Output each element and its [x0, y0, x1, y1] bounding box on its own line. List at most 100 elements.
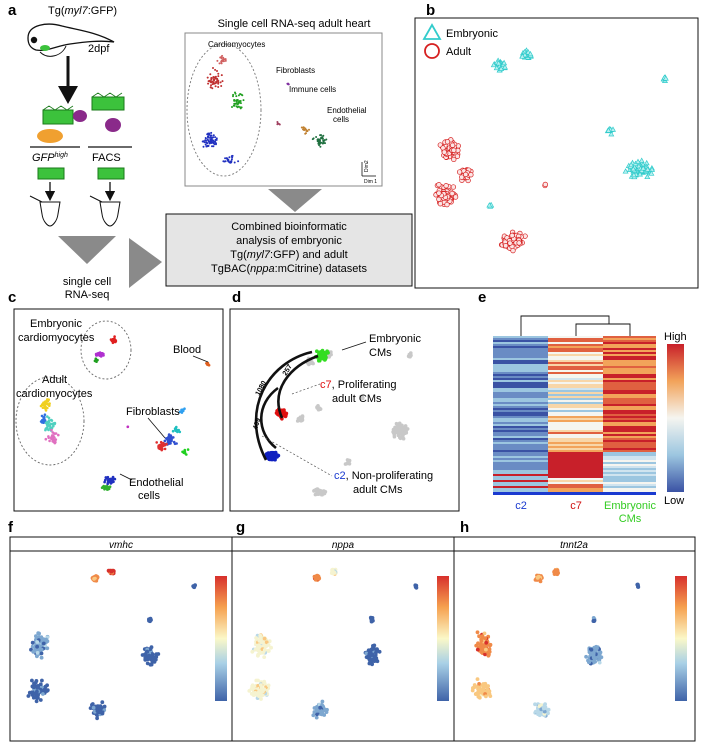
panel-letter-b: b: [426, 2, 435, 19]
scatter-point: [361, 396, 365, 400]
scatter-point: [222, 160, 225, 163]
scatter-point: [608, 130, 615, 137]
scatter-point: [224, 59, 227, 62]
heatmap-cell: [548, 432, 603, 435]
tsne-cluster-scatter: [39, 335, 211, 491]
scatter-point: [498, 65, 505, 71]
scatter-point: [315, 487, 320, 492]
scatter-point: [234, 92, 237, 95]
scatter-point: [400, 432, 405, 437]
scatter-point: [32, 685, 36, 690]
heatmap-cell: [548, 368, 603, 371]
heatmap-cell: [548, 360, 603, 363]
heatmap-cell: [603, 416, 656, 419]
scatter-point: [169, 442, 172, 445]
scatter-point: [238, 101, 240, 104]
scatter-point: [543, 702, 547, 707]
scatter-point: [535, 576, 540, 580]
heatmap-cell: [603, 372, 656, 375]
scatter-point: [209, 139, 212, 142]
scatter-point: [449, 190, 455, 197]
scatter-point: [45, 688, 50, 693]
scatter-point: [43, 413, 47, 417]
heatmap-cell: [493, 470, 548, 473]
heatmap-cell: [548, 474, 603, 477]
scatter-point: [325, 138, 328, 141]
heatmap-cell: [493, 450, 548, 453]
heatmap-cell: [493, 338, 548, 341]
scatter-point: [480, 683, 485, 687]
scatter-point: [635, 582, 640, 587]
scatter-point: [34, 699, 39, 704]
scatter-point: [224, 160, 227, 163]
panel-d: d 1080 257 409 Embryonic CMs c7, Prolife…: [229, 289, 460, 512]
panel-h-frame: [453, 536, 696, 742]
scatter-point: [42, 419, 46, 423]
scatter-point: [48, 439, 51, 443]
scatter-point: [47, 420, 50, 424]
heatmap-cell: [493, 488, 548, 491]
heatmap-cell: [548, 420, 603, 423]
heatmap-cell: [493, 438, 548, 441]
scatter-point: [237, 105, 240, 108]
scatter-point: [259, 683, 263, 687]
legend-adult-label: Adult: [446, 46, 471, 58]
scatter-point: [372, 659, 377, 663]
scatter-point: [456, 169, 463, 175]
scrna-cluster-endothelial-1: Endothelial: [327, 106, 367, 115]
heatmap-cell: [548, 476, 603, 479]
heatmap-cell: [603, 484, 656, 487]
scatter-point: [160, 445, 164, 449]
heatmap-cell: [493, 422, 548, 425]
heatmap-cell: [548, 464, 603, 467]
scatter-point: [214, 139, 217, 141]
heatmap-cell: [493, 348, 548, 351]
heatmap-cell: [548, 340, 603, 343]
heatmap-cell: [493, 368, 548, 371]
scatter-point: [35, 654, 39, 658]
scatter-point: [210, 78, 213, 81]
heatmap-cell: [548, 412, 603, 415]
heatmap-cell: [548, 348, 603, 351]
heatmap-cell: [603, 456, 656, 459]
scatter-point: [148, 662, 153, 667]
scatter-point: [113, 335, 116, 338]
legend-adult: Adult: [424, 43, 471, 59]
c-embryonic-label-1: Embryonic: [30, 318, 82, 330]
heatmap-cell: [603, 342, 656, 345]
heatmap-col-c7: c7: [570, 500, 582, 512]
heatmap-cell: [548, 460, 603, 463]
heatmap-cell: [548, 418, 603, 421]
heatmap-cell: [493, 344, 548, 347]
heatmap-cell: [493, 416, 548, 419]
scatter-point: [599, 655, 604, 660]
scatter-point: [222, 60, 225, 62]
scatter-point: [369, 647, 373, 652]
scatter-point: [209, 86, 212, 89]
heatmap-cell: [548, 404, 603, 407]
heatmap-cell: [603, 396, 656, 399]
scatter-point: [259, 697, 263, 701]
scatter-point: [258, 633, 263, 638]
scatter-point: [392, 434, 397, 439]
scatter-point: [315, 136, 318, 138]
scatter-point: [205, 141, 208, 144]
heatmap-cell: [603, 444, 656, 447]
scatter-point: [476, 641, 480, 646]
heatmap-cell: [603, 434, 656, 437]
heatmap-cell: [548, 430, 603, 433]
panel-letter-f: f: [8, 519, 14, 536]
scatter-point: [180, 408, 183, 412]
heatmap-cell: [548, 346, 603, 349]
heatmap-cell: [548, 410, 603, 413]
heatmap-cell: [603, 488, 656, 491]
heatmap-cell: [603, 426, 656, 429]
heatmap-cell: [603, 392, 656, 395]
scatter-point: [241, 94, 244, 97]
scatter-point: [147, 656, 152, 660]
scatter-point: [475, 677, 480, 681]
scatter-point: [103, 488, 106, 491]
heatmap-cell: [548, 470, 603, 473]
panel-b-frame: [414, 17, 699, 289]
scatter-point: [486, 202, 493, 208]
